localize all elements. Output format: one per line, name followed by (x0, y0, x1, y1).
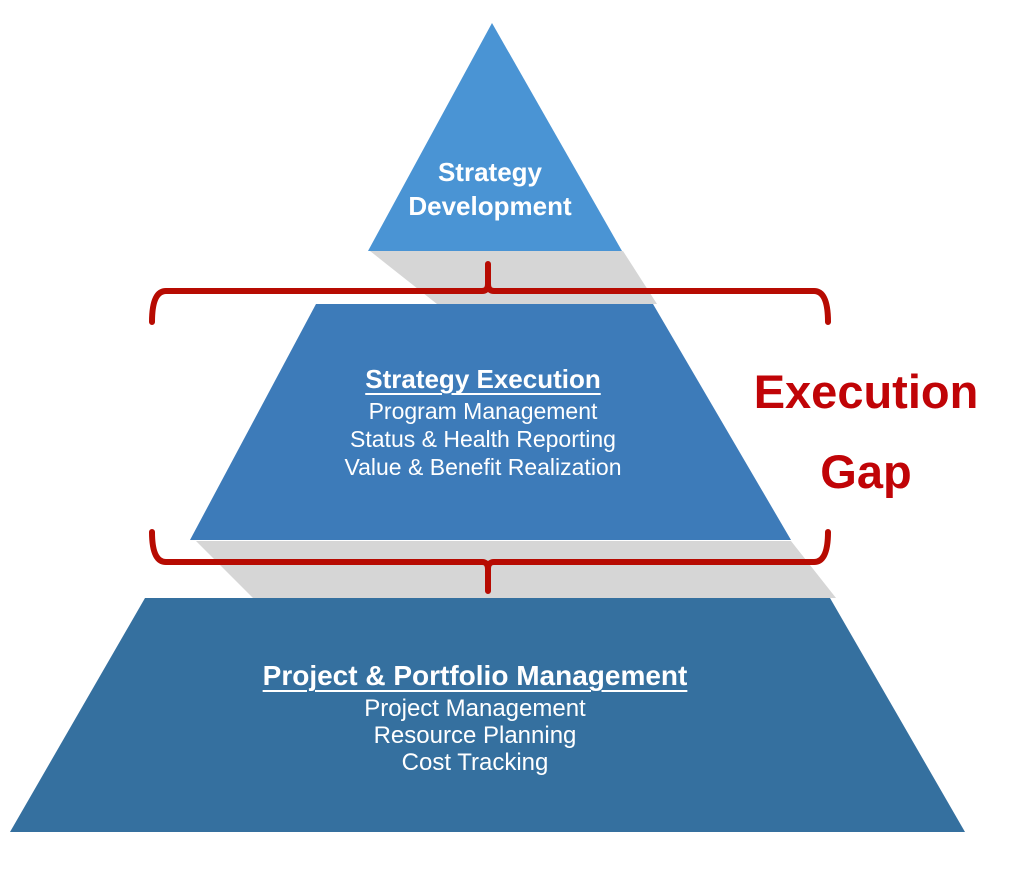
tier2-item-status-health-reporting: Status & Health Reporting (350, 426, 616, 452)
tier3-item-cost-tracking: Cost Tracking (401, 749, 549, 776)
execution-gap-annotation: Execution Gap (716, 352, 1016, 512)
tier3-item-project-management: Project Management (364, 695, 586, 722)
execution-gap-annotation-line2: Gap (820, 445, 912, 498)
tier2-trapezoid (190, 304, 791, 540)
execution-gap-annotation-line1: Execution (753, 365, 979, 418)
shadow-top-middle (370, 251, 657, 304)
tier3-text-block: Project & Portfolio Management Project M… (225, 657, 725, 776)
tier2-heading-strategy-execution: Strategy Execution (365, 364, 601, 394)
tier2-item-program-management: Program Management (368, 398, 598, 424)
tier2-item-value-benefit-realization: Value & Benefit Realization (344, 454, 622, 480)
tier3-trapezoid (10, 598, 965, 832)
tier3-heading-project-portfolio-management: Project & Portfolio Management (262, 660, 688, 691)
tier1-heading-strategy-development: Strategy Development (408, 157, 572, 221)
shadow-middle-bottom (196, 541, 836, 598)
execution-gap-top-brace (149, 261, 831, 325)
tier1-triangle (368, 23, 622, 251)
tier3-item-resource-planning: Resource Planning (373, 722, 577, 749)
execution-gap-bottom-brace (149, 529, 831, 594)
tier2-text-block: Strategy Execution Program Management St… (233, 361, 733, 481)
